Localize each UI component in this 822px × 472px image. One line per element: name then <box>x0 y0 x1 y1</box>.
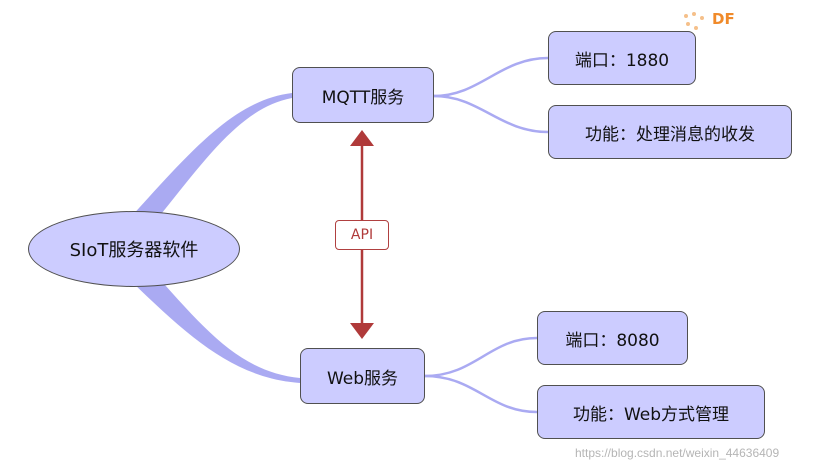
df-logo-text: DF <box>712 10 735 28</box>
branch-web-to-port <box>424 336 538 378</box>
branch-root-to-web <box>130 268 300 383</box>
mqtt-service-node: MQTT服务 <box>292 67 434 123</box>
api-connector-label: API <box>335 220 389 250</box>
api-arrow-up-head <box>350 130 374 146</box>
watermark-text: https://blog.csdn.net/weixin_44636409 <box>575 446 780 460</box>
watermark: https://blog.csdn.net/weixin_44636409 <box>575 446 779 460</box>
mqtt-port-label: 端口：1880 <box>574 50 670 71</box>
root-node: SIoT服务器软件 <box>28 211 240 287</box>
logo-dots-icon <box>684 12 704 30</box>
api-arrow-down-head <box>350 323 374 339</box>
web-function-node: 功能：Web方式管理 <box>537 385 765 439</box>
api-connector-text: API <box>350 227 374 243</box>
branch-root-to-mqtt <box>130 93 292 228</box>
mqtt-function-label: 功能：处理消息的收发 <box>585 124 755 145</box>
branch-web-to-function <box>424 374 538 414</box>
root-node-label: SIoT服务器软件 <box>69 240 199 261</box>
mqtt-port-node: 端口：1880 <box>548 31 696 85</box>
web-service-node: Web服务 <box>300 348 425 404</box>
mqtt-service-label: MQTT服务 <box>321 87 405 108</box>
web-service-label: Web服务 <box>326 368 399 389</box>
branch-mqtt-to-port <box>433 56 549 98</box>
mqtt-function-node: 功能：处理消息的收发 <box>548 105 792 159</box>
branch-mqtt-to-function <box>433 94 549 134</box>
df-logo: DF <box>712 10 735 28</box>
web-port-label: 端口：8080 <box>565 330 660 351</box>
web-function-label: 功能：Web方式管理 <box>572 404 730 425</box>
web-port-node: 端口：8080 <box>537 311 688 365</box>
